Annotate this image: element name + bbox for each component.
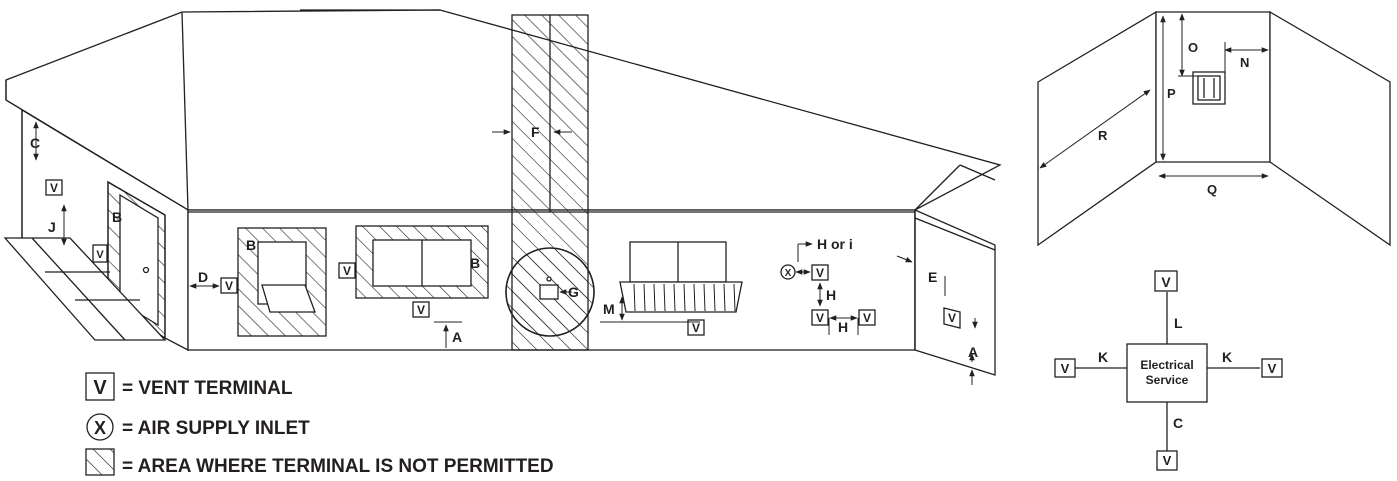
svg-text:E: E [928, 269, 937, 285]
svg-text:X: X [94, 418, 106, 438]
vent-terminal-h-left: V [811, 309, 829, 326]
electrical-vent-right: V [1261, 358, 1283, 378]
svg-text:V: V [225, 279, 233, 293]
balcony [619, 241, 743, 313]
svg-text:L: L [1174, 315, 1183, 331]
svg-text:O: O [1188, 40, 1198, 55]
svg-text:V: V [1161, 274, 1171, 290]
svg-text:V: V [948, 311, 956, 325]
vent-terminal-side-upper: V [45, 179, 63, 196]
corner-vent-terminal [1192, 71, 1226, 105]
svg-text:H or i: H or i [817, 236, 853, 252]
svg-text:H: H [826, 287, 836, 303]
vent-terminal-side-lower: V [92, 244, 108, 263]
svg-text:Q: Q [1207, 182, 1217, 197]
legend-air-supply-inlet: X = AIR SUPPLY INLET [86, 413, 310, 441]
vent-terminal-near-inlet: V [811, 264, 829, 281]
svg-text:H: H [838, 319, 848, 335]
electrical-vent-top: V [1154, 270, 1178, 292]
svg-text:M: M [603, 301, 615, 317]
svg-text:J: J [48, 219, 56, 235]
side-steps [3, 237, 167, 341]
svg-text:Service: Service [1146, 373, 1189, 387]
legend-not-permitted: = AREA WHERE TERMINAL IS NOT PERMITTED [85, 448, 554, 477]
meter-circle-zone [505, 247, 595, 337]
svg-text:V: V [1163, 453, 1172, 468]
svg-text:D: D [198, 269, 208, 285]
svg-text:K: K [1222, 349, 1232, 365]
svg-text:P: P [1167, 86, 1176, 101]
svg-text:C: C [30, 135, 40, 151]
svg-text:V: V [96, 249, 104, 261]
svg-text:V: V [1061, 361, 1070, 376]
svg-text:V: V [1268, 361, 1277, 376]
svg-text:C: C [1173, 415, 1183, 431]
svg-text:V: V [93, 377, 107, 399]
house-right-wall [914, 164, 996, 376]
svg-text:B: B [112, 209, 122, 225]
svg-text:R: R [1098, 128, 1108, 143]
electrical-vent-bottom: V [1156, 450, 1178, 471]
svg-text:= VENT TERMINAL: = VENT TERMINAL [122, 378, 293, 399]
svg-text:V: V [692, 321, 700, 335]
svg-text:G: G [568, 284, 579, 300]
legend-vent-terminal: V = VENT TERMINAL [85, 372, 293, 401]
house-labels: C J B D B B A F G M H or i H H E A [30, 124, 978, 360]
air-inlet-symbol: X [780, 264, 796, 280]
svg-text:B: B [470, 255, 480, 271]
svg-text:V: V [816, 266, 824, 280]
dimension-arrows [33, 121, 978, 385]
svg-text:F: F [531, 124, 540, 140]
vent-terminal-balcony: V [687, 319, 705, 336]
svg-text:A: A [452, 329, 462, 345]
svg-text:B: B [246, 237, 256, 253]
vent-terminal-d: V [220, 277, 238, 294]
electrical-vent-left: V [1054, 358, 1076, 378]
window-1-hatched-zone [237, 227, 327, 337]
legend: V = VENT TERMINAL X = AIR SUPPLY INLET =… [85, 372, 554, 477]
svg-text:X: X [785, 268, 792, 279]
svg-text:= AREA WHERE TERMINAL IS NOT P: = AREA WHERE TERMINAL IS NOT PERMITTED [122, 456, 554, 477]
house-roof [5, 9, 1002, 211]
svg-text:K: K [1098, 349, 1108, 365]
electrical-service-box [1126, 343, 1208, 403]
corner-detail: O N P R Q [1037, 10, 1391, 247]
svg-text:Electrical: Electrical [1140, 358, 1193, 372]
svg-text:V: V [50, 181, 58, 195]
vent-terminal-window2: V [338, 262, 356, 279]
vent-terminal-h-right: V [858, 309, 876, 326]
vent-terminal-e: V [943, 307, 961, 329]
svg-text:A: A [968, 344, 978, 360]
electrical-service-diagram: Electrical Service V V V V L K K C [1054, 270, 1283, 471]
svg-text:V: V [343, 264, 351, 278]
vent-terminal-below-window: V [412, 301, 430, 318]
svg-text:V: V [417, 303, 425, 317]
svg-text:V: V [863, 311, 871, 325]
window-2-hatched-zone [355, 225, 489, 299]
svg-text:N: N [1240, 55, 1249, 70]
svg-text:V: V [816, 311, 824, 325]
svg-text:= AIR SUPPLY INLET: = AIR SUPPLY INLET [122, 418, 310, 439]
